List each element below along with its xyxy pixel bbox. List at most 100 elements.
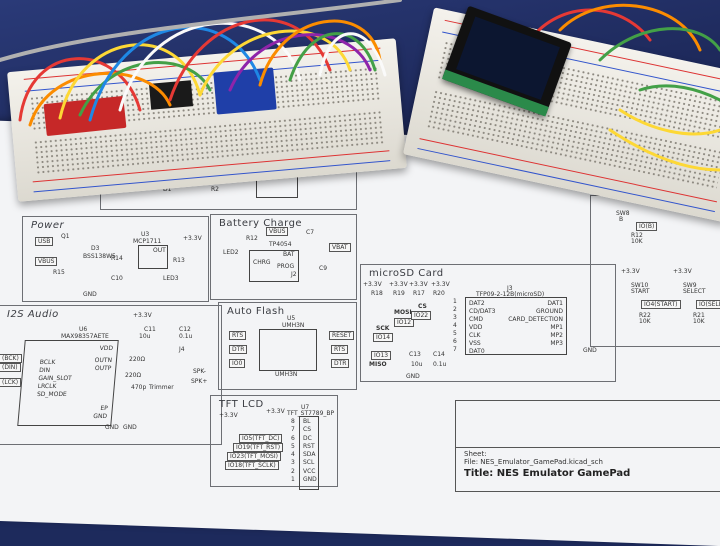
label: R17 bbox=[413, 290, 425, 297]
label: Trimmer bbox=[149, 384, 174, 391]
pin-label: CMD bbox=[469, 316, 483, 323]
label: +3.3V bbox=[183, 235, 202, 242]
label: +3.3V bbox=[363, 281, 382, 288]
label: TP4054 bbox=[269, 241, 292, 248]
label: R12 bbox=[246, 235, 258, 242]
pin-label: MP2 bbox=[550, 332, 563, 339]
label: J3 bbox=[507, 285, 513, 292]
port-dtr: DTR bbox=[331, 359, 350, 368]
pin-number: 7 bbox=[291, 426, 295, 434]
port-bck: (BCK) bbox=[0, 354, 22, 363]
pin-label: CLK bbox=[469, 332, 481, 339]
label: 470p bbox=[131, 384, 147, 391]
label: C7 bbox=[306, 229, 315, 236]
title-label: Title: NES Emulator GamePad bbox=[464, 468, 631, 479]
label: OUT bbox=[153, 247, 166, 254]
tft-lcd-section: TFT LCD U7 TFT_ST7789_BP +3.3V +3.3V BL … bbox=[210, 395, 338, 490]
section-title: Power bbox=[31, 220, 65, 231]
pin-label: CARD_DETECTION bbox=[508, 316, 563, 323]
label: SPK- bbox=[193, 368, 206, 375]
label: C13 bbox=[409, 351, 421, 358]
label: Q1 bbox=[61, 233, 70, 240]
label: C12 bbox=[179, 326, 191, 333]
label: UMH3N bbox=[282, 322, 305, 329]
label: 10K bbox=[693, 318, 705, 325]
pin-number: 3 bbox=[291, 459, 295, 467]
jumper-wires bbox=[0, 0, 720, 172]
port-vbat: VBAT bbox=[329, 243, 351, 252]
pin-number: 7 bbox=[453, 346, 457, 353]
label: C14 bbox=[433, 351, 445, 358]
label: +3.3V bbox=[673, 268, 692, 275]
label: +3.3V bbox=[266, 408, 285, 415]
label: +3.3V bbox=[621, 268, 640, 275]
section-title: microSD Card bbox=[369, 268, 444, 279]
pin-number: 6 bbox=[291, 434, 295, 442]
label: TFP09-2-12B(microSD) bbox=[476, 291, 545, 298]
label: U5 bbox=[287, 315, 296, 322]
label: SELECT bbox=[683, 288, 706, 295]
label: LED2 bbox=[223, 249, 239, 256]
title-block-divider bbox=[456, 447, 720, 448]
label: R15 bbox=[53, 269, 65, 276]
label: BAT bbox=[283, 251, 295, 258]
battery-charge-section: Battery Charge VBUS VBAT R12 LED2 TP4054… bbox=[210, 214, 357, 300]
label: BSS138W5 bbox=[83, 253, 116, 260]
label: 220Ω bbox=[125, 372, 142, 379]
label: PROG bbox=[277, 263, 295, 270]
label: GND bbox=[123, 424, 137, 431]
label: J2 bbox=[291, 271, 297, 278]
sheet-label: Sheet: bbox=[464, 450, 487, 458]
label: MCP1711 bbox=[133, 238, 162, 245]
label: 10K bbox=[639, 318, 651, 325]
port-vbus: VBUS bbox=[35, 257, 58, 266]
file-label: File: NES_Emulator_GamePad.kicad_sch bbox=[464, 458, 603, 466]
label: GND bbox=[105, 424, 119, 431]
port-io-select: IO(SELECT) bbox=[696, 300, 720, 309]
label: GND bbox=[583, 347, 597, 354]
pin-label: GROUND bbox=[535, 308, 563, 315]
label: 0.1u bbox=[179, 333, 193, 340]
label: CHRG bbox=[253, 259, 271, 266]
label: R12 bbox=[631, 232, 643, 239]
pin-label: VDD bbox=[469, 324, 483, 331]
port-io13: IO13 bbox=[371, 351, 392, 360]
pin-number: 6 bbox=[453, 338, 457, 345]
label: C9 bbox=[319, 265, 328, 272]
pin-label: CS bbox=[303, 426, 311, 434]
section-title: TFT LCD bbox=[219, 399, 264, 410]
pin-label: RST bbox=[303, 442, 315, 450]
pin-label: DAT0 bbox=[469, 348, 485, 355]
label: CS bbox=[418, 303, 427, 310]
port-tft-rst: IO19(TFT_RST) bbox=[233, 443, 284, 452]
label: U3 bbox=[141, 231, 150, 238]
pin-label: DAT2 bbox=[469, 300, 485, 307]
port-rts: RTS bbox=[229, 331, 247, 340]
pin-number: 5 bbox=[291, 442, 295, 450]
label: 10u bbox=[411, 361, 423, 368]
pin-label: BL bbox=[303, 418, 311, 425]
pin-label: SCL bbox=[303, 459, 315, 467]
pin-number: 5 bbox=[453, 330, 457, 337]
pin-label: MP1 bbox=[550, 324, 563, 331]
port-lck: (LCK) bbox=[0, 378, 22, 387]
label: GND bbox=[406, 373, 420, 380]
section-title: I2S Audio bbox=[7, 309, 59, 320]
port-rts: RTS bbox=[331, 345, 349, 354]
label: SPK+ bbox=[191, 378, 208, 385]
label: +3.3V bbox=[219, 412, 238, 419]
pin-number: 2 bbox=[453, 306, 457, 313]
label: SW10 bbox=[631, 282, 649, 289]
port-tft-dc: IO5(TFT_DC) bbox=[239, 434, 283, 443]
label: R14 bbox=[111, 255, 123, 262]
pin-label: DC bbox=[303, 434, 312, 442]
label: 220Ω bbox=[129, 356, 146, 363]
microsd-connector: DAT2 CD/DAT3 CMD VDD CLK VSS DAT0 DAT1 G… bbox=[465, 297, 567, 355]
label: R19 bbox=[393, 290, 405, 297]
section-title: Auto Flash bbox=[227, 306, 285, 317]
label: 10u bbox=[139, 333, 151, 340]
port-vbus: VBUS bbox=[266, 227, 289, 236]
label: C11 bbox=[144, 326, 156, 333]
label: R2 bbox=[211, 186, 219, 193]
i2s-audio-section: I2S Audio U6 MAX98357AETE BCLK DIN GAIN_… bbox=[0, 305, 222, 445]
